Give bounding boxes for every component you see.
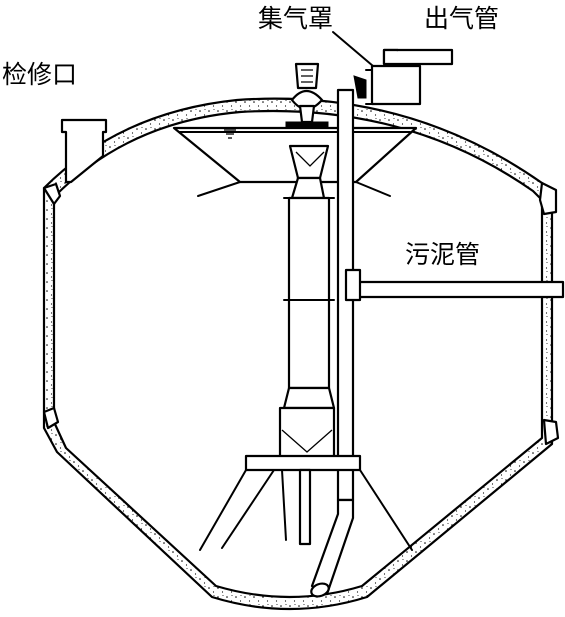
gas-collector-label: 集气罩 <box>258 4 334 33</box>
wall-notch-right-top <box>538 181 558 216</box>
top-valve <box>285 62 329 129</box>
wall-notch-left-top <box>42 182 62 206</box>
gas-outlet-pipe-label: 出气管 <box>424 4 500 33</box>
central-draft-tube <box>278 144 336 460</box>
wall-notch-right-bottom <box>542 418 560 446</box>
inspection-port <box>60 118 108 184</box>
gas-outlet <box>365 48 454 106</box>
gas-collector-leader <box>332 31 374 67</box>
hood-hanger-right <box>355 181 391 197</box>
water-level-mark <box>224 129 236 139</box>
hood-hanger-left <box>197 181 241 197</box>
wall-notch-left-bottom <box>42 406 60 430</box>
sludge-pipe-label: 污泥管 <box>405 240 481 269</box>
sludge-pipe-assembly <box>310 75 565 598</box>
bottom-support <box>199 454 413 551</box>
inspection-port-label: 检修口 <box>2 60 78 89</box>
